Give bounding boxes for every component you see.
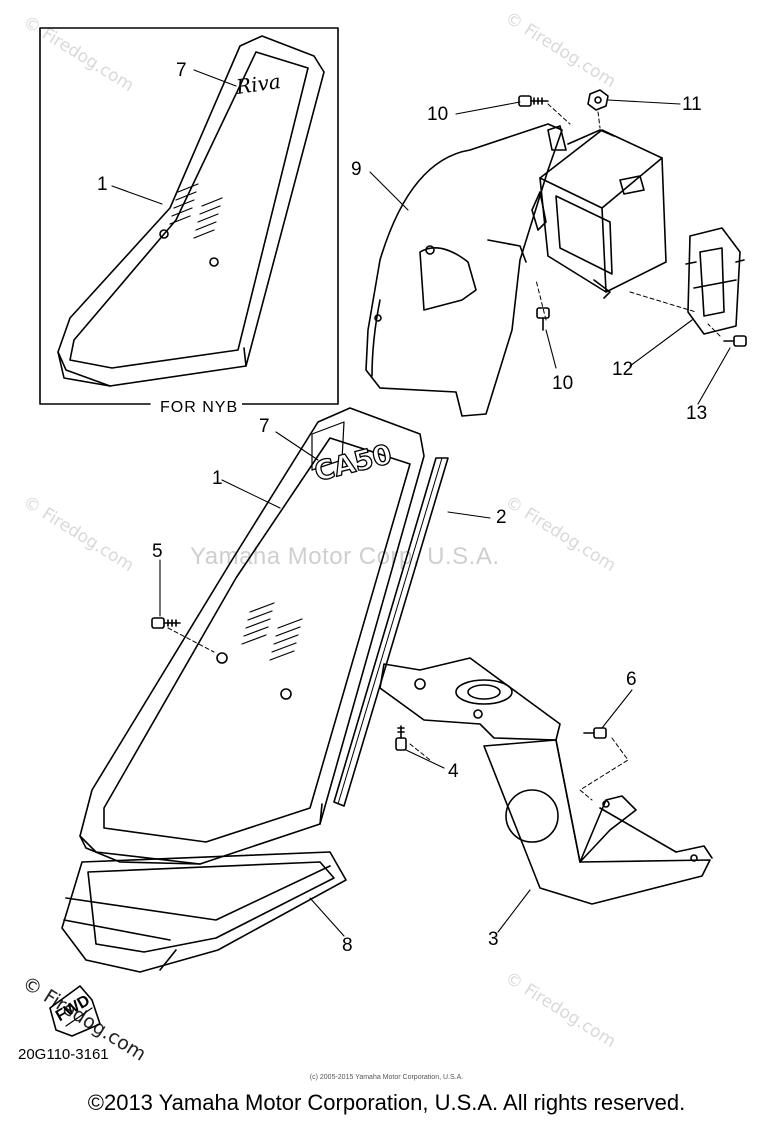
lower-panel: [61, 851, 347, 973]
callout-4: 4: [448, 761, 459, 782]
main-leg-shield: [79, 407, 425, 865]
callout-9: 9: [351, 159, 362, 180]
battery-band: [685, 227, 745, 335]
callout-2: 2: [496, 507, 507, 528]
molding-strip: [333, 457, 449, 807]
callout-8: 8: [342, 935, 353, 956]
battery-box: [531, 125, 667, 299]
assembly-lines: [167, 103, 721, 801]
fwd-arrow-icon: [49, 985, 101, 1037]
callout-11: 11: [682, 94, 702, 115]
copyright-notice: ©2013 Yamaha Motor Corporation, U.S.A. A…: [87, 1090, 686, 1115]
screw-4: [395, 725, 407, 751]
inset-caption: FOR NYB: [156, 399, 243, 417]
bolt-13: [723, 335, 747, 347]
part-code: 20G110-3161: [18, 1046, 109, 1063]
nut-11: [587, 89, 609, 111]
watermark-center: Yamaha Motor Corp, U.S.A.: [190, 543, 500, 570]
callout-10-upper: 10: [427, 104, 449, 125]
callout-1-inset: 1: [97, 174, 108, 195]
callout-13: 13: [686, 403, 708, 424]
callout-6: 6: [626, 669, 637, 690]
small-copyright: (c) 2005-2015 Yamaha Motor Corporation, …: [309, 1074, 464, 1081]
callout-3: 3: [488, 929, 499, 950]
rear-fender: [365, 123, 563, 417]
callout-1-main: 1: [212, 468, 223, 489]
callout-12: 12: [612, 359, 634, 380]
inset-leg-shield: [57, 35, 325, 387]
leg-shield-bracket: [379, 657, 713, 905]
callout-7-main: 7: [259, 416, 270, 437]
callout-5: 5: [152, 541, 163, 562]
callout-10-lower: 10: [552, 373, 574, 394]
leader-lines: [111, 69, 731, 937]
bolt-10-lower: [536, 307, 550, 331]
bolt-10-upper: [518, 95, 549, 107]
inset-frame: [39, 27, 339, 405]
callout-7-inset: 7: [176, 60, 187, 81]
screw-6: [583, 727, 607, 739]
screw-5: [151, 617, 181, 629]
